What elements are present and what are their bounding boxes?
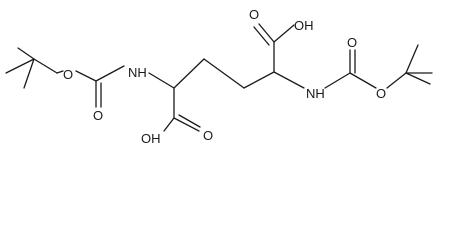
bond — [405, 44, 419, 74]
bond — [258, 23, 275, 43]
atom-labels: OH O NH O O NH O O OH O — [63, 7, 386, 146]
bond — [405, 72, 431, 85]
bond — [17, 47, 35, 60]
atom-label-ester-oxygen-left: O — [63, 67, 73, 82]
atom-label-amine-right: NH — [306, 86, 325, 101]
bond — [173, 117, 200, 132]
chemical-structure: OH O NH O O NH O O OH O — [5, 7, 433, 146]
bond — [273, 24, 295, 43]
atom-label-carbonyl-oxygen-top: O — [249, 7, 259, 22]
bond — [23, 58, 35, 89]
bond — [33, 58, 58, 74]
bond — [386, 72, 407, 89]
bond — [203, 58, 245, 89]
bond — [243, 71, 275, 89]
atom-label-amine-left: NH — [128, 65, 147, 80]
bond — [178, 114, 201, 128]
bond — [253, 26, 270, 46]
bonds — [5, 23, 433, 132]
atom-label-carbonyl-oxygen-right: O — [347, 35, 357, 50]
atom-label-ester-oxygen-right: O — [376, 86, 386, 101]
bond — [163, 117, 175, 132]
atom-label-hydroxyl-bottom: OH — [141, 131, 161, 146]
bond — [75, 70, 97, 82]
bond — [148, 72, 175, 89]
bond — [324, 72, 351, 89]
bond — [273, 71, 305, 89]
bond — [95, 65, 125, 82]
atom-label-hydroxyl-top: OH — [294, 18, 314, 33]
bond — [173, 58, 205, 89]
atom-label-carbonyl-oxygen-left: O — [93, 108, 103, 123]
bond — [349, 72, 377, 89]
atom-label-carbonyl-oxygen-bottom: O — [203, 128, 213, 143]
bond — [5, 58, 35, 74]
bond — [56, 70, 64, 74]
